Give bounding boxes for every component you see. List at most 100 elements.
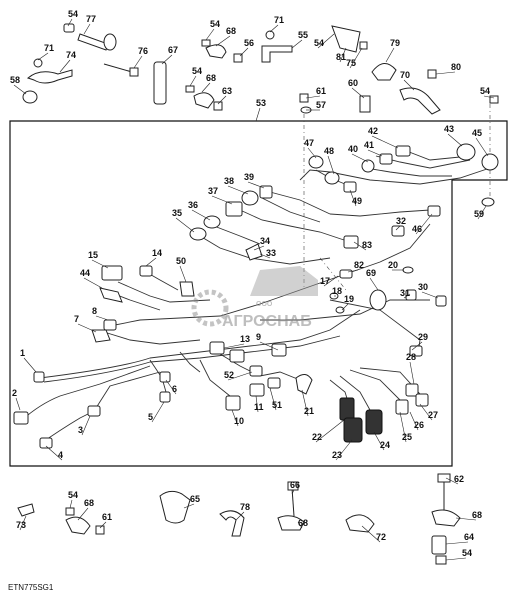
leader-line [259, 341, 279, 351]
callout-64: 64 [464, 532, 474, 542]
callout-82: 82 [354, 260, 364, 270]
callout-33: 33 [266, 248, 276, 258]
callout-45: 45 [472, 128, 482, 138]
leader-line [403, 293, 411, 299]
leader-line [231, 409, 239, 427]
leader-line [411, 341, 423, 351]
leader-line [133, 55, 143, 69]
leader-line [99, 521, 107, 529]
callout-55: 55 [298, 30, 308, 40]
leader-line [77, 323, 97, 333]
leader-line [445, 557, 467, 561]
callout-48: 48 [324, 146, 334, 156]
callout-14: 14 [152, 248, 162, 258]
leader-line [483, 95, 495, 99]
callout-49: 49 [352, 196, 362, 206]
callout-38: 38 [224, 176, 234, 186]
leader-line [297, 521, 303, 529]
loose-parts-top [22, 23, 499, 115]
callout-59: 59 [474, 209, 484, 219]
callout-30: 30 [418, 282, 428, 292]
leader-line [15, 397, 21, 411]
callout-5: 5 [148, 412, 153, 422]
harness-connectors [13, 143, 499, 449]
callout-65: 65 [190, 494, 200, 504]
leader-line [183, 503, 195, 509]
leader-line [315, 419, 345, 443]
washer-59 [481, 197, 495, 207]
callout-61: 61 [316, 86, 326, 96]
callout-20: 20 [388, 260, 398, 270]
callout-21: 21 [304, 406, 314, 416]
callout-74: 74 [66, 50, 76, 60]
leader-line [475, 137, 489, 157]
leader-line [255, 395, 259, 413]
callout-68: 68 [226, 26, 236, 36]
callout-1: 1 [20, 348, 25, 358]
reference-lines [303, 104, 491, 291]
leader-line [247, 181, 265, 189]
leader-line [349, 47, 363, 69]
leader-line [341, 303, 349, 311]
leader-line [361, 525, 381, 543]
callout-4: 4 [58, 450, 63, 460]
callout-46: 46 [412, 224, 422, 234]
leader-line [445, 477, 459, 485]
callout-50: 50 [176, 256, 186, 266]
callout-68: 68 [472, 510, 482, 520]
leader-line [399, 411, 407, 443]
leader-line [347, 269, 359, 273]
loose-parts-bottom [17, 473, 461, 565]
leader-line [291, 489, 295, 495]
leader-line [307, 147, 317, 159]
leader-line [19, 515, 27, 531]
callout-9: 9 [256, 332, 261, 342]
leader-line [191, 209, 211, 221]
leader-line [205, 28, 215, 41]
callout-54: 54 [480, 86, 490, 96]
callout-61: 61 [102, 512, 112, 522]
leader-line [353, 241, 367, 251]
callout-26: 26 [414, 420, 424, 430]
leader-line [253, 245, 265, 251]
callout-24: 24 [380, 440, 390, 450]
callout-25: 25 [402, 432, 412, 442]
callout-76: 76 [138, 46, 148, 56]
leader-line [179, 265, 187, 283]
leader-line [201, 82, 211, 93]
callout-53: 53 [256, 98, 266, 108]
callout-51: 51 [272, 400, 282, 410]
leader-line [351, 87, 365, 99]
document-id: ETN775SG1 [8, 583, 54, 592]
callout-54: 54 [68, 490, 78, 500]
leader-line [327, 155, 335, 175]
watermark-text: АГРОСНАБ [222, 313, 312, 330]
leader-line [269, 387, 277, 411]
leader-line [77, 507, 89, 521]
leader-line [305, 95, 321, 99]
callout-77: 77 [86, 14, 96, 24]
leader-line [409, 411, 419, 431]
leader-line [37, 52, 49, 61]
callout-36: 36 [188, 200, 198, 210]
callout-15: 15 [88, 250, 98, 260]
callout-18: 18 [332, 286, 342, 296]
leader-line [83, 23, 91, 35]
callout-58: 58 [10, 75, 20, 85]
leader-line [23, 357, 37, 373]
callout-32: 32 [396, 216, 406, 226]
callout-57: 57 [316, 100, 326, 110]
callout-40: 40 [348, 144, 358, 154]
callout-54: 54 [462, 548, 472, 558]
leader-line [339, 47, 347, 63]
callout-6: 6 [172, 384, 177, 394]
leader-line [385, 47, 395, 63]
leader-line [13, 84, 27, 95]
callout-54: 54 [210, 19, 220, 29]
callout-71: 71 [44, 43, 54, 53]
leader-line [227, 185, 249, 195]
leader-line [335, 439, 353, 461]
leader-line [445, 541, 469, 545]
leader-line [189, 75, 197, 87]
